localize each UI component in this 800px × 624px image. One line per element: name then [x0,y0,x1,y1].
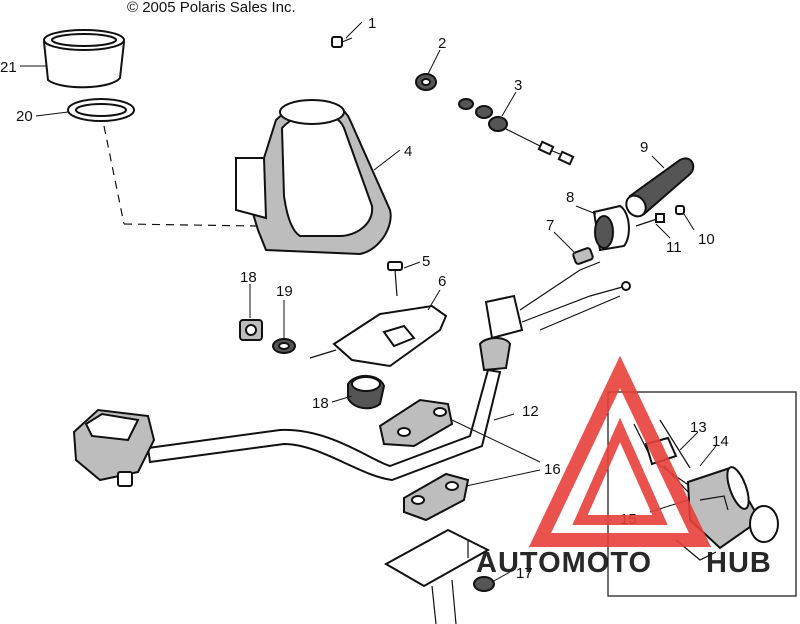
part-17-nut [473,576,495,592]
callout-3: 3 [514,77,522,94]
callout-17: 17 [516,565,533,582]
callout-18-lower: 18 [312,395,329,412]
callout-4: 4 [404,143,412,160]
callout-16: 16 [544,461,561,478]
part-19-nut [272,338,296,354]
callout-9: 9 [640,139,648,156]
callout-10: 10 [698,231,715,248]
copyright-notice: © 2005 Polaris Sales Inc. [127,0,296,16]
brake-lever-assembly [478,261,631,372]
callout-8: 8 [566,189,574,206]
part-12-handlebar [146,368,502,482]
part-20-ring [67,98,135,122]
callout-19: 19 [276,283,293,300]
part-18-ignition-lower [347,375,386,410]
part-7-bushing [572,247,594,265]
part-3-cable [458,98,575,166]
part-9-grip [625,157,695,218]
watermark-triangle-icon [528,355,712,547]
part-16-clamp-upper [378,398,454,448]
part-10-screw [675,205,685,215]
callout-18-upper: 18 [240,269,257,286]
callout-12: 12 [522,403,539,420]
leader-lines [20,21,717,583]
watermark-brand-right: HUB [706,547,772,579]
callout-14: 14 [712,433,729,450]
callout-2: 2 [438,35,446,52]
callout-7: 7 [546,217,554,234]
part-4-pod [234,99,392,256]
mount-plate [383,528,491,624]
callout-20: 20 [16,108,33,125]
part-21-cap [42,29,126,89]
left-switch-housing [72,408,156,487]
part-18-switch-upper [239,319,263,341]
watermark-inner-triangle-icon [572,417,668,525]
callout-11: 11 [666,239,682,256]
part-1-screw [331,36,353,48]
part-8-switch [592,204,630,252]
watermark: AUTOMOTO HUB [476,355,772,579]
callout-numbers: 1 2 3 4 5 6 7 8 9 10 11 12 13 14 15 16 1… [0,15,729,582]
watermark-brand-left: AUTOMOTO [476,547,652,579]
part-11-screw [635,213,665,227]
callout-13: 13 [690,419,707,436]
callout-1: 1 [368,15,376,32]
callout-21: 21 [0,59,17,76]
part-16-clamp-lower [403,472,470,522]
callout-6: 6 [438,273,446,290]
part-2-nut [415,73,437,91]
callout-5: 5 [422,253,430,270]
part-6-bracket [309,304,448,368]
part-5-bolt [387,261,403,297]
